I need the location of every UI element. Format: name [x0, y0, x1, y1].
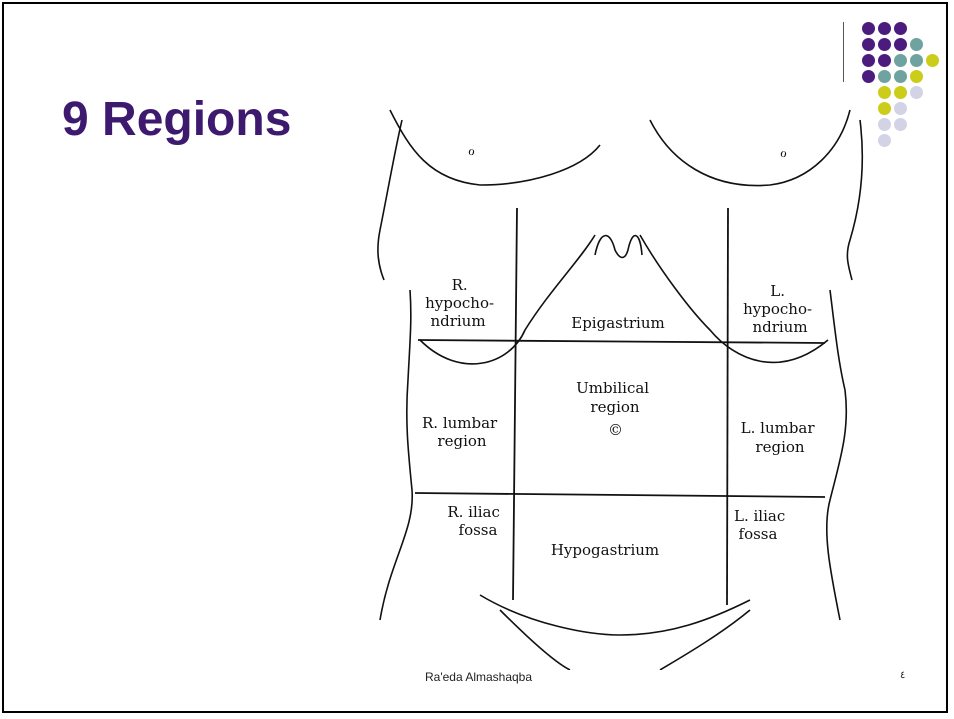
left-chest-curve: [650, 110, 850, 186]
right-nipple-icon: ℴ: [468, 141, 475, 159]
label-l-iliac: L. iliac fossa: [734, 507, 790, 543]
label-umbilical: Umbilical region: [576, 379, 654, 416]
slide-title: 9 Regions: [62, 92, 291, 147]
subcostal-line: [418, 340, 825, 343]
decorative-dot-grid: [858, 22, 948, 162]
decorative-dot: [894, 38, 907, 51]
left-flank: [827, 290, 847, 620]
decorative-dot: [894, 102, 907, 115]
slide-footer-author: Ra'eda Almashaqba: [425, 670, 532, 684]
label-epigastrium: Epigastrium: [571, 314, 664, 332]
decorative-dot: [862, 38, 875, 51]
decorative-dot: [894, 86, 907, 99]
left-nipple-icon: ℴ: [780, 143, 787, 161]
decorative-dot: [894, 54, 907, 67]
intertubercular-line: [415, 493, 825, 497]
decorative-dot: [910, 54, 923, 67]
decorative-dot: [894, 118, 907, 131]
label-l-hypochondrium: L. hypocho- ndrium: [743, 282, 817, 336]
decorative-dot: [878, 102, 891, 115]
decorative-dot: [926, 54, 939, 67]
label-r-iliac: R. iliac fossa: [447, 503, 504, 539]
decorative-dot: [878, 86, 891, 99]
xiphoid-process: [595, 236, 642, 258]
decorative-dot: [910, 86, 923, 99]
decorative-dot: [878, 118, 891, 131]
decorative-dot: [878, 70, 891, 83]
slide-page-number: ٤: [900, 670, 905, 681]
decorative-divider: [843, 22, 844, 82]
left-midclavicular-line: [727, 208, 728, 605]
right-midclavicular-line: [513, 208, 517, 600]
decorative-dot: [878, 38, 891, 51]
decorative-dot: [878, 54, 891, 67]
decorative-dot: [894, 22, 907, 35]
left-side-upper: [847, 120, 862, 280]
right-flank: [380, 290, 412, 620]
decorative-dot: [862, 54, 875, 67]
umbilicus-icon: ©: [608, 421, 623, 439]
abdominal-regions-diagram: ℴ ℴ R. hypocho- ndrium Epigastrium L. hy…: [350, 90, 870, 670]
decorative-dot: [910, 38, 923, 51]
label-hypogastrium: Hypogastrium: [551, 541, 659, 559]
decorative-dot: [894, 70, 907, 83]
decorative-dot: [878, 22, 891, 35]
decorative-dot: [878, 134, 891, 147]
label-l-lumbar: L. lumbar region: [741, 419, 820, 456]
right-chest-curve: [390, 110, 600, 185]
decorative-dot: [862, 22, 875, 35]
right-side-upper: [378, 120, 402, 280]
label-r-lumbar: R. lumbar region: [422, 414, 502, 450]
decorative-dot: [910, 70, 923, 83]
decorative-dot: [862, 70, 875, 83]
label-r-hypochondrium: R. hypocho- ndrium: [425, 276, 499, 330]
